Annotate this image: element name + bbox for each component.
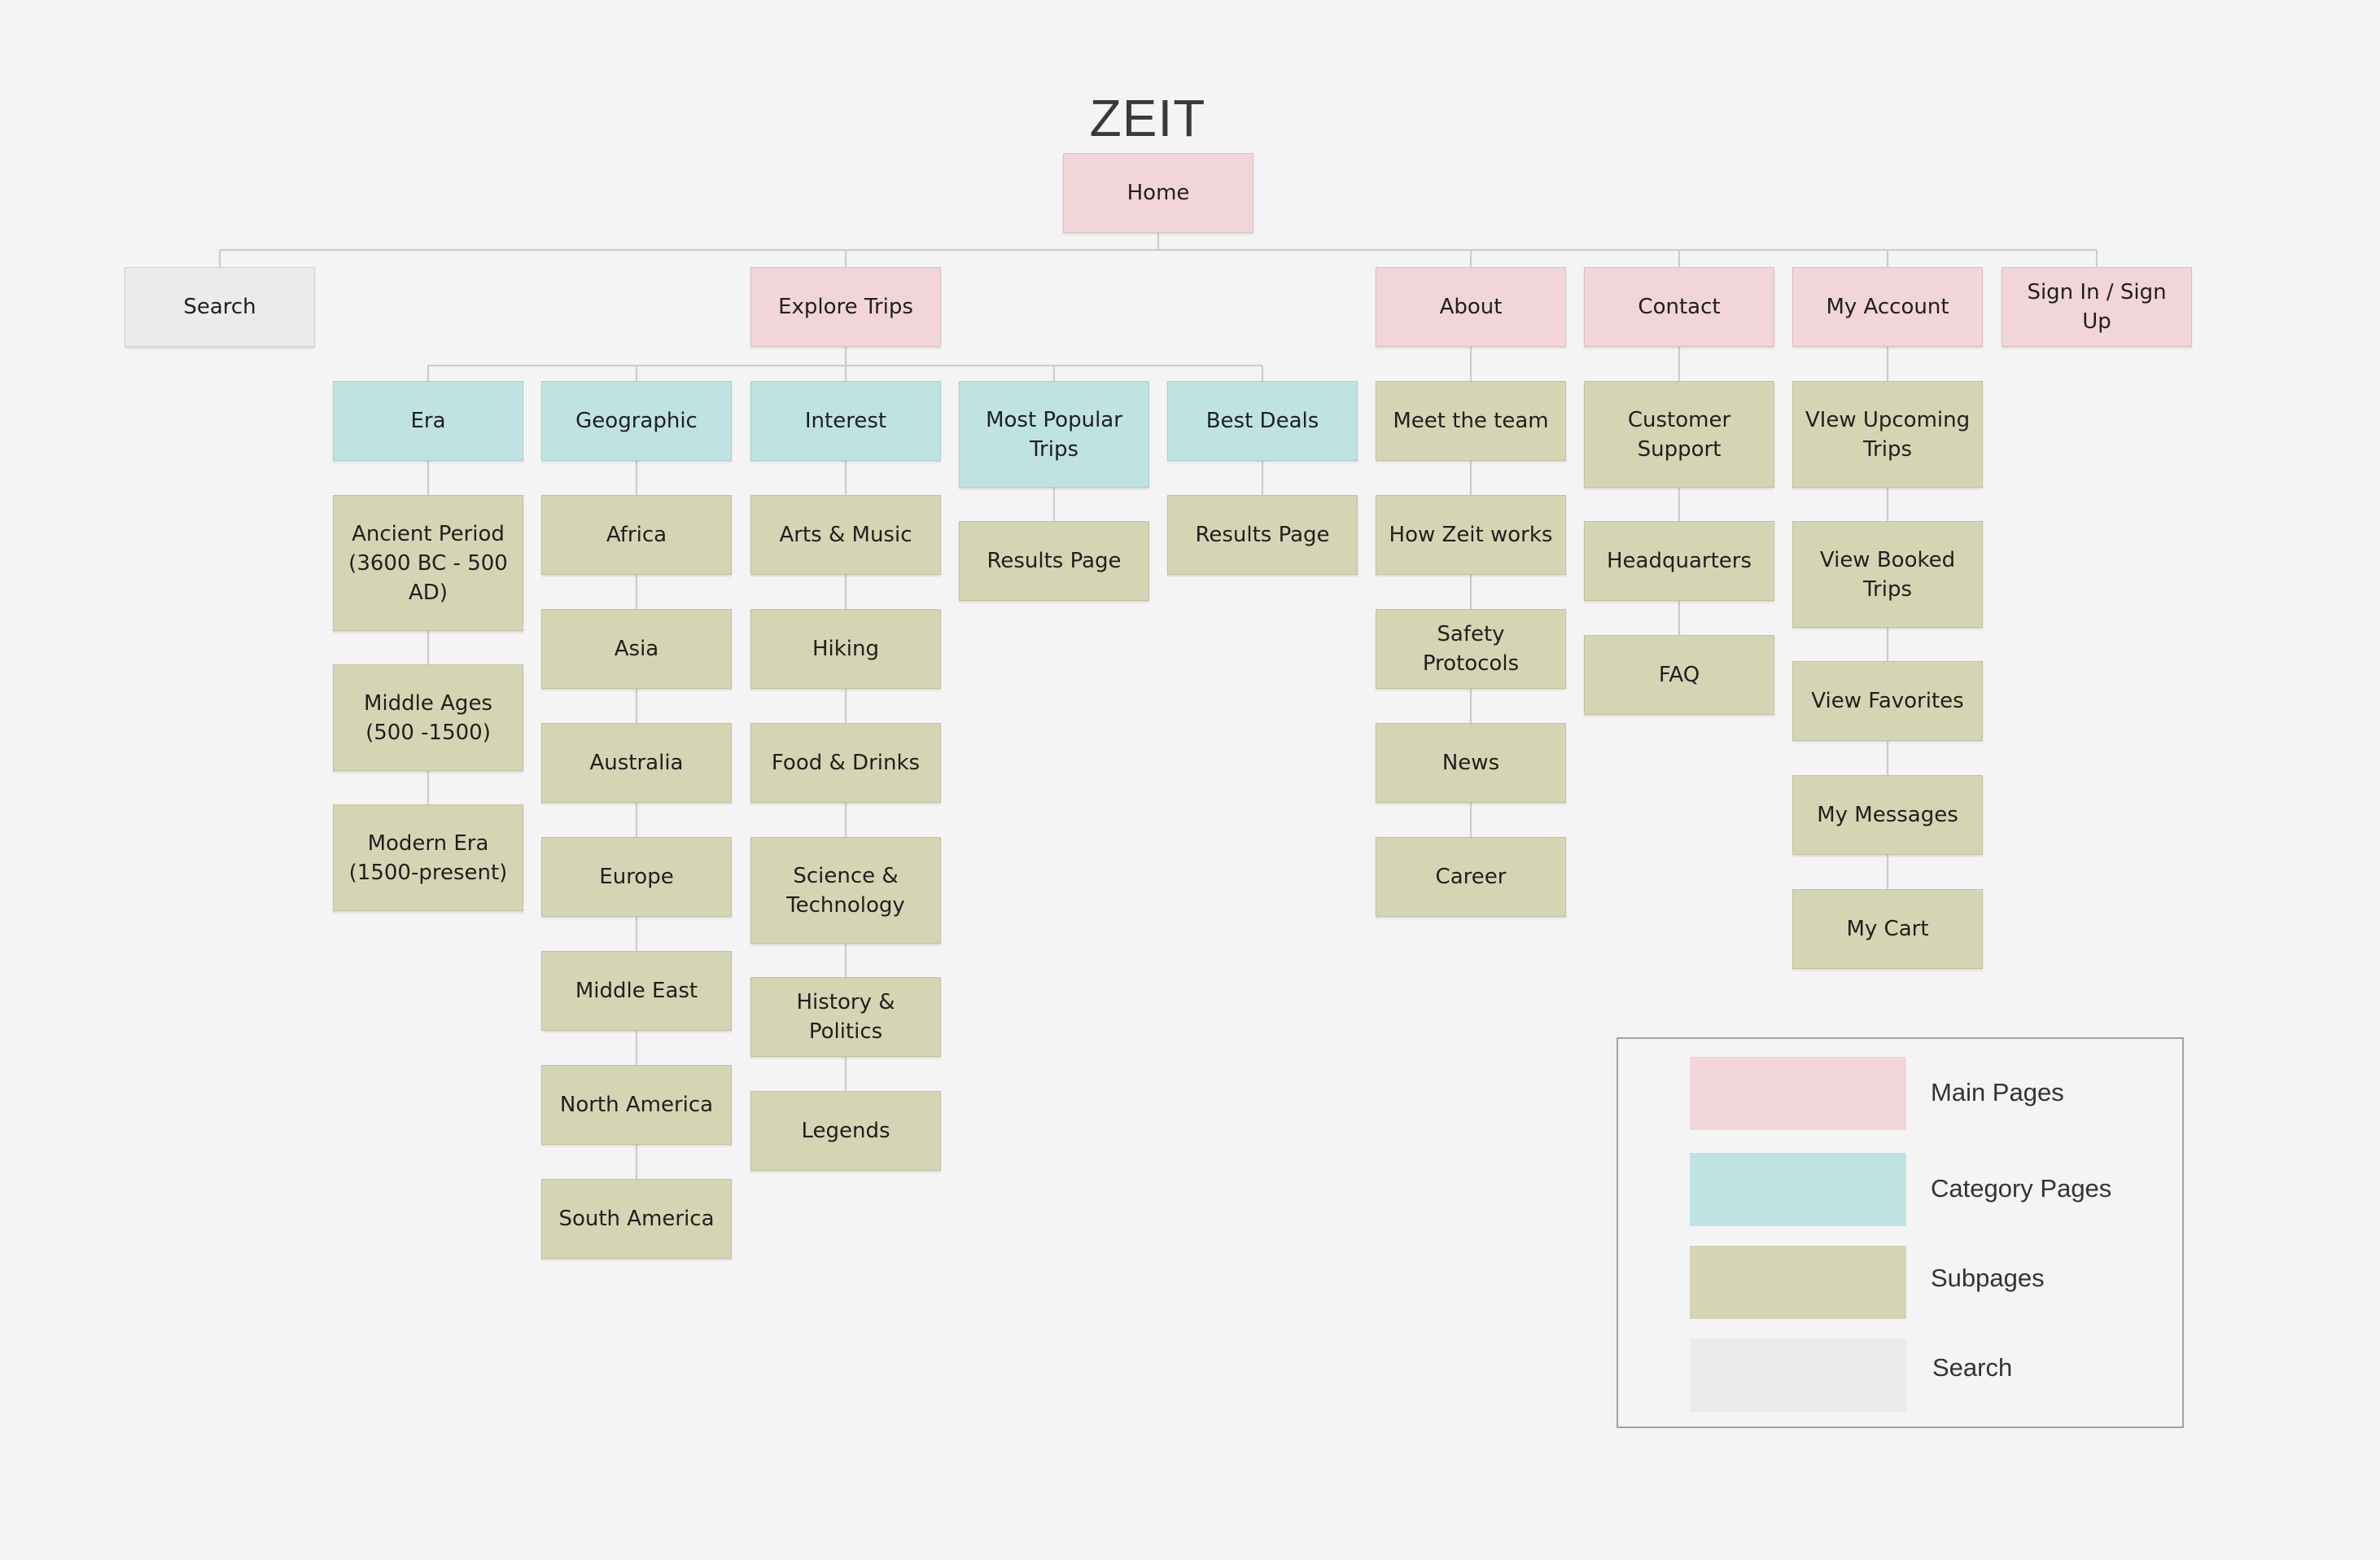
- node-popular: Most Popular Trips: [959, 381, 1149, 488]
- node-label: Era: [410, 409, 446, 433]
- legend: Main Pages Category Pages Subpages Searc…: [1617, 1037, 2184, 1428]
- node-acct-messages: My Messages: [1792, 775, 1983, 855]
- legend-swatch-search: [1690, 1339, 1906, 1412]
- node-label: Headquarters: [1606, 549, 1752, 573]
- node-label: Results Page: [987, 549, 1122, 573]
- node-era-middle: Middle Ages (500 -1500): [333, 664, 523, 771]
- legend-swatch-category: [1690, 1153, 1906, 1226]
- node-about: About: [1376, 267, 1566, 347]
- node-about-team: Meet the team: [1376, 381, 1566, 461]
- legend-label-main: Main Pages: [1931, 1078, 2064, 1106]
- node-label: South America: [558, 1207, 715, 1231]
- node-home: Home: [1063, 153, 1253, 233]
- legend-swatch-subpages: [1690, 1246, 1906, 1319]
- node-label: Most Popular Trips: [986, 407, 1122, 462]
- node-geo-south-america: South America: [541, 1179, 732, 1259]
- legend-swatch-main: [1690, 1057, 1906, 1130]
- diagram-title: ZEIT: [1089, 89, 1206, 147]
- node-label: Interest: [804, 409, 887, 433]
- node-label: Contact: [1638, 295, 1721, 319]
- node-int-hiking: Hiking: [750, 609, 941, 689]
- legend-label-category: Category Pages: [1931, 1174, 2112, 1203]
- node-interest: Interest: [750, 381, 941, 461]
- node-era-ancient: Ancient Period (3600 BC - 500 AD): [333, 495, 523, 631]
- node-int-arts: Arts & Music: [750, 495, 941, 575]
- node-label: Europe: [599, 865, 674, 889]
- node-int-history: History & Politics: [750, 977, 941, 1057]
- node-label: Science & Technology: [786, 863, 905, 918]
- node-geo-australia: Australia: [541, 723, 732, 803]
- node-account: My Account: [1792, 267, 1983, 347]
- node-geographic: Geographic: [541, 381, 732, 461]
- node-acct-booked: View Booked Trips: [1792, 521, 1983, 628]
- node-about-career: Career: [1376, 837, 1566, 917]
- node-label: Africa: [606, 523, 667, 547]
- node-label: Australia: [589, 751, 684, 775]
- node-era-modern: Modern Era (1500-present): [333, 804, 523, 911]
- node-label: Career: [1435, 865, 1507, 889]
- node-label: Middle East: [575, 979, 698, 1003]
- node-signin: Sign In / Sign Up: [2002, 267, 2192, 347]
- node-label: Geographic: [575, 409, 698, 433]
- node-label: Asia: [614, 637, 659, 661]
- node-label: My Account: [1826, 295, 1949, 319]
- node-geo-middle-east: Middle East: [541, 951, 732, 1031]
- node-geo-asia: Asia: [541, 609, 732, 689]
- node-search: Search: [125, 267, 315, 347]
- node-label: Modern Era (1500-present): [348, 830, 508, 885]
- node-contact-hq: Headquarters: [1584, 521, 1774, 601]
- node-label: Legends: [801, 1119, 890, 1143]
- node-contact: Contact: [1584, 267, 1774, 347]
- node-label: About: [1439, 295, 1503, 319]
- node-label: North America: [559, 1093, 714, 1117]
- node-label: History & Politics: [796, 990, 895, 1044]
- node-about-safety: Safety Protocols: [1376, 609, 1566, 689]
- node-int-food: Food & Drinks: [750, 723, 941, 803]
- node-popular-results: Results Page: [959, 521, 1149, 601]
- node-int-legends: Legends: [750, 1091, 941, 1171]
- node-label: View Booked Trips: [1819, 547, 1956, 602]
- node-label: Customer Support: [1627, 407, 1731, 462]
- node-acct-favorites: View Favorites: [1792, 661, 1983, 741]
- node-label: News: [1442, 751, 1500, 775]
- node-label: Meet the team: [1393, 409, 1549, 433]
- node-deals-results: Results Page: [1167, 495, 1358, 575]
- node-label: Ancient Period (3600 BC - 500 AD): [348, 521, 508, 605]
- node-about-how: How Zeit works: [1376, 495, 1566, 575]
- node-acct-upcoming: VIew Upcoming Trips: [1792, 381, 1983, 488]
- node-explore: Explore Trips: [750, 267, 941, 347]
- node-label: Food & Drinks: [771, 751, 921, 775]
- node-label: How Zeit works: [1389, 523, 1553, 547]
- node-contact-support: Customer Support: [1584, 381, 1774, 488]
- legend-label-search: Search: [1932, 1353, 2013, 1382]
- node-geo-africa: Africa: [541, 495, 732, 575]
- node-era: Era: [333, 381, 523, 461]
- node-label: Arts & Music: [779, 523, 912, 547]
- node-acct-cart: My Cart: [1792, 889, 1983, 969]
- node-contact-faq: FAQ: [1584, 635, 1774, 715]
- node-int-science: Science & Technology: [750, 837, 941, 944]
- node-geo-europe: Europe: [541, 837, 732, 917]
- node-label: My Cart: [1846, 917, 1929, 941]
- node-label: Middle Ages (500 -1500): [364, 690, 492, 745]
- node-label: Safety Protocols: [1422, 622, 1520, 676]
- node-label: Results Page: [1195, 523, 1330, 547]
- node-label: Home: [1127, 181, 1190, 205]
- node-deals: Best Deals: [1167, 381, 1358, 461]
- node-label: My Messages: [1817, 803, 1958, 827]
- node-label: Sign In / Sign Up: [2027, 280, 2167, 334]
- node-label: Explore Trips: [778, 295, 913, 319]
- node-label: Hiking: [812, 637, 880, 661]
- node-label: Search: [183, 295, 256, 319]
- node-about-news: News: [1376, 723, 1566, 803]
- node-label: View Favorites: [1811, 689, 1964, 713]
- legend-label-subpages: Subpages: [1931, 1264, 2045, 1292]
- node-geo-north-america: North America: [541, 1065, 732, 1145]
- node-label: FAQ: [1658, 663, 1700, 687]
- node-label: Best Deals: [1205, 409, 1319, 433]
- node-label: VIew Upcoming Trips: [1805, 407, 1971, 462]
